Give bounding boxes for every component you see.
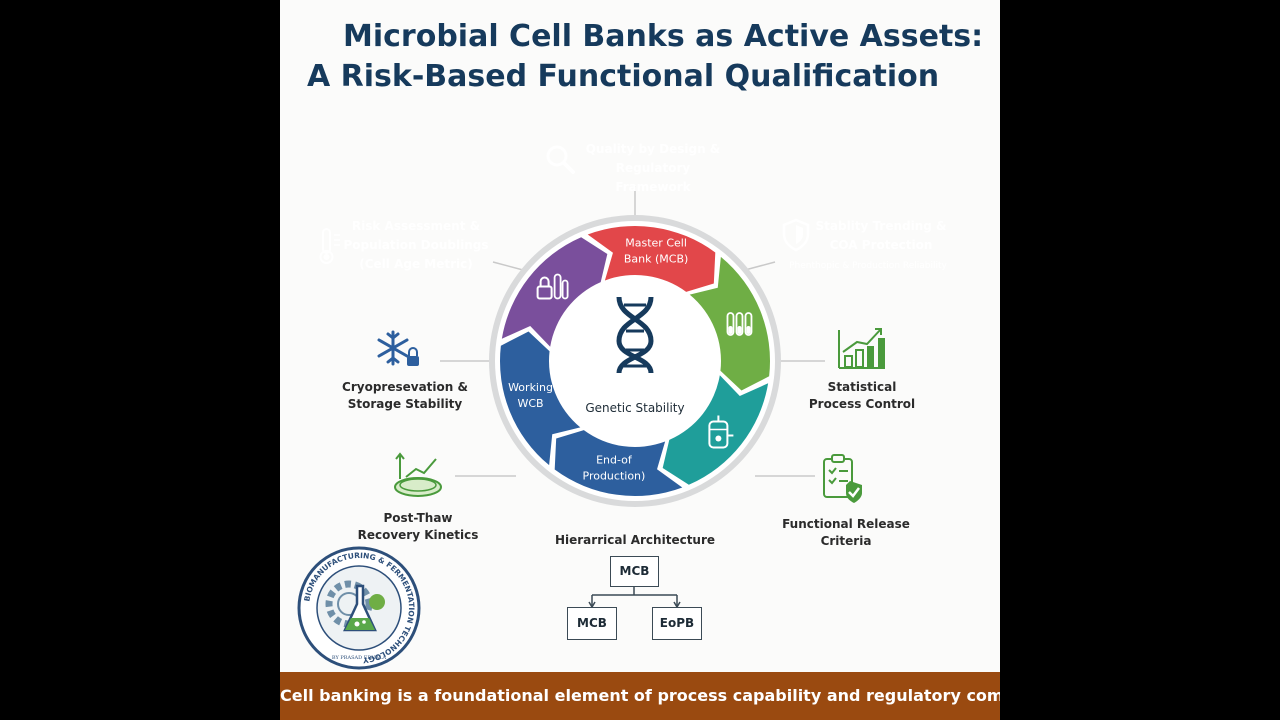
infographic-slide: Microbial Cell Banks as Active Assets: A… [280,0,1000,720]
spc-line-1: Statistical [827,380,897,394]
risk-line-2: Population Doublings [343,238,489,252]
stability-line-3: Phenthopic & Production Reliability [789,261,947,271]
vial-lock-icon [536,273,569,300]
release-label: Functional Release Criteria [771,516,921,550]
hierarchy-left-mcb: MCB [567,607,617,640]
release-line-2: Criteria [820,534,872,548]
logo-bottom-text: BY PRASAD ERNALA [332,655,387,661]
ring-segment-1 [587,226,716,292]
hierarchy-top-mcb: MCB [610,556,659,587]
dna-helix-icon [616,296,654,374]
bar-chart-icon [838,328,885,369]
connector-lines [440,186,825,477]
test-tubes-icon [726,312,753,336]
title-line-1: Microbial Cell Banks as Active Assets: [343,19,984,54]
qbd-line-1: Quality by Design & [585,142,721,156]
ring-segment-4 [554,430,683,496]
qbd-regulatory-box: Quality by Design & Regulatory Framework [535,133,733,194]
footer-banner: Cell banking is a foundational element o… [280,672,1000,720]
ring-segment-5 [500,331,581,466]
checklist-icon [823,454,862,503]
stability-line-1: Stablity Trending & [815,219,947,233]
stability-line-2: COA Protection [829,238,933,252]
qbd-line-2: Regulatory Framework [615,161,691,194]
post-thaw-line-1: Post-Thaw [383,511,453,525]
title-line-2: A Risk-Based Functional Qualification [307,59,940,94]
center-label: Genetic Stability [585,401,684,415]
cryo-label: Cryopresevation & Storage Stability [340,379,470,413]
risk-assessment-box: Risk Assessment & Population Doublings (… [311,212,494,278]
hierarchy-connectors [588,586,681,609]
bioreactor-icon [708,415,734,449]
post-thaw-label: Post-Thaw Recovery Kinetics [353,510,483,544]
biomanufacturing-logo: BIOMANUFACTURING & FERMENTATION TECHNOLO… [297,546,421,670]
release-line-1: Functional Release [782,517,910,531]
thermometer-icon [319,228,340,264]
shield-icon [782,218,810,252]
cryo-line-1: Cryopresevation & [342,380,468,394]
cryo-line-2: Storage Stability [347,397,463,411]
petri-dish-icon [394,452,442,497]
hierarchy-title: Hierarrical Architecture [554,533,716,547]
risk-line-1: Risk Assessment & [351,219,481,233]
stability-trending-box: Stablity Trending & COA Protection Phent… [775,212,958,278]
risk-line-3: (Cell Age Metric) [359,257,473,271]
post-thaw-line-2: Recovery Kinetics [357,528,479,542]
ring-segment-2 [689,256,770,391]
hierarchy-right-eopb: EoPB [652,607,702,640]
magnifier-icon [546,145,575,174]
spc-line-2: Process Control [808,397,916,411]
spc-label: Statistical Process Control [797,379,927,413]
snowflake-lock-icon [377,330,419,366]
